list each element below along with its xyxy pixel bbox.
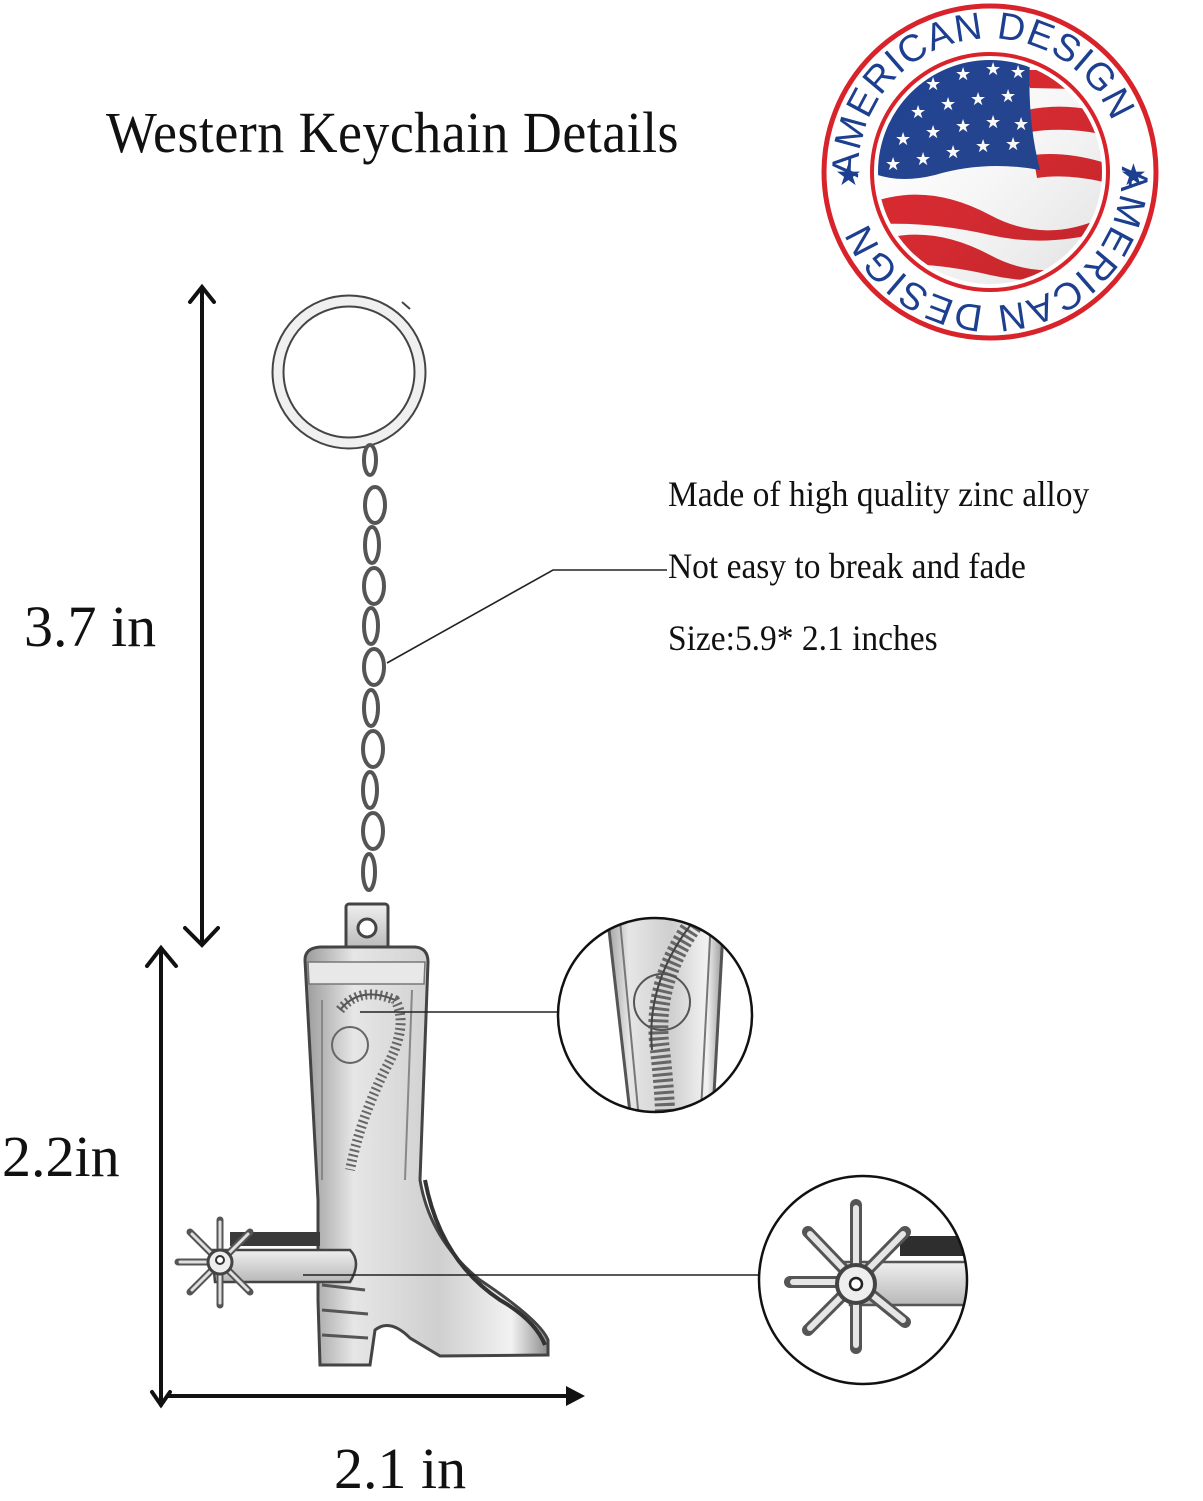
leader-lines	[303, 569, 759, 1276]
boot-width-arrow	[168, 1386, 585, 1406]
boot-width-label: 2.1 in	[334, 1436, 467, 1501]
chain-height-arrow	[183, 283, 220, 948]
boot-height-arrow	[145, 944, 178, 1409]
american-design-badge: ★★★★ ★★★★ ★★★★★ ★★★★★ AMERICAN DESIGN AM…	[815, 0, 1165, 345]
star-icon: ★	[1120, 158, 1147, 193]
star-icon: ★	[835, 158, 862, 193]
key-ring	[271, 294, 427, 450]
spur-detail-circle	[757, 1174, 969, 1386]
boot-height-label: 2.2in	[2, 1124, 120, 1189]
cowboy-boot	[303, 902, 550, 1367]
feature-durability: Not easy to break and fade	[668, 546, 1026, 586]
spur	[174, 1216, 358, 1309]
page-title: Western Keychain Details	[106, 100, 679, 165]
chain	[361, 443, 387, 892]
chain-height-label: 3.7 in	[24, 594, 157, 659]
american-flag-seal-icon: ★★★★ ★★★★ ★★★★★ ★★★★★ AMERICAN DESIGN AM…	[821, 3, 1159, 341]
feature-size: Size:5.9* 2.1 inches	[668, 618, 938, 658]
feature-material: Made of high quality zinc alloy	[668, 474, 1090, 514]
engraving-detail-circle	[556, 916, 754, 1114]
